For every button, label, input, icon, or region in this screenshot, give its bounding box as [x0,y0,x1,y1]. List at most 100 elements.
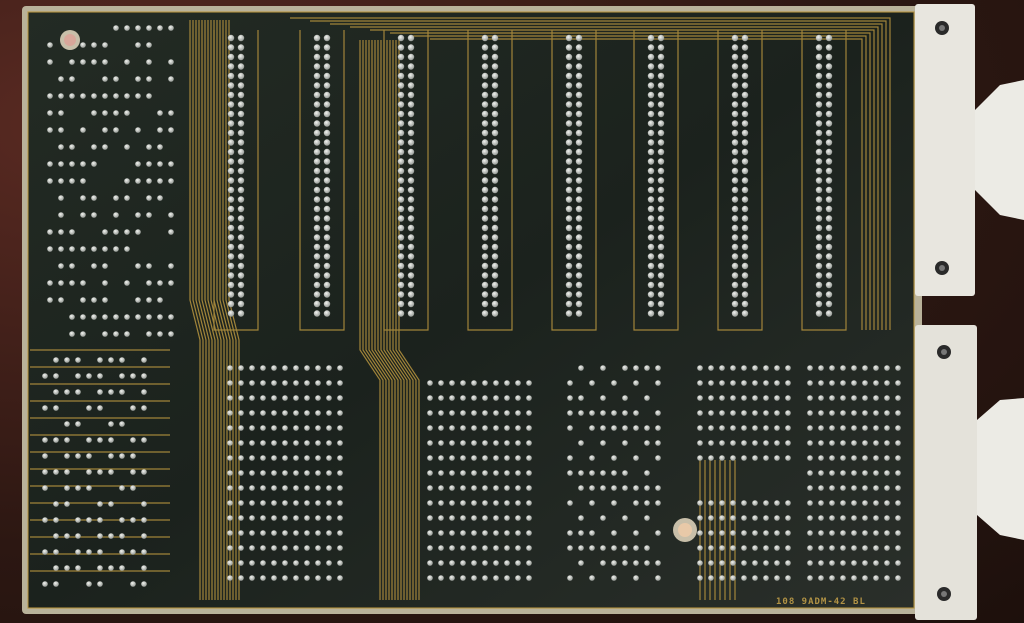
solder-pad [271,395,277,401]
solder-pad [515,395,521,401]
solder-pad [313,196,321,203]
solder-pad [58,127,64,133]
solder-pad [895,470,901,476]
solder-pad [752,515,758,521]
trace [551,30,597,331]
solder-pad [697,455,703,461]
solder-pad [227,440,233,446]
solder-pad [589,575,595,581]
solder-pad [471,410,477,416]
solder-pad [141,501,147,507]
solder-pad [157,178,163,184]
solder-pad [491,129,499,137]
solder-pad [323,63,331,70]
solder-pad [825,177,833,184]
solder-pad [851,500,857,506]
solder-pad [168,280,174,286]
solder-pad [851,575,857,581]
solder-pad [493,500,499,506]
solder-pad [135,127,141,133]
solder-pad [293,470,299,476]
solder-pad [407,53,415,61]
solder-pad [840,425,846,431]
solder-pad [741,395,747,401]
solder-pad [657,291,665,298]
solder-pad [600,425,606,431]
solder-pad [42,405,48,411]
solder-pad [313,34,321,42]
solder-pad [227,500,233,506]
solder-pad [491,120,499,127]
solder-pad [293,560,299,566]
solder-pad [293,380,299,386]
solder-pad [825,262,833,270]
solder-pad [565,186,573,194]
solder-pad [611,575,617,581]
solder-pad [825,186,833,194]
solder-pad [102,59,108,65]
solder-pad [407,215,415,222]
solder-pad [741,205,749,213]
solder-pad [731,300,739,308]
solder-pad [567,410,573,416]
solder-pad [589,530,595,536]
solder-pad [119,357,125,363]
solder-pad [69,178,75,184]
solder-pad [69,331,75,337]
solder-pad [785,365,791,371]
solder-pad [481,129,489,137]
solder-pad [825,129,833,137]
solder-pad [471,545,477,551]
solder-pad [313,243,321,251]
solder-pad [873,560,879,566]
solder-pad [873,500,879,506]
solder-pad [657,91,665,99]
solder-pad [326,560,332,566]
solder-pad [323,91,331,99]
solder-pad [825,82,833,89]
solder-pad [323,72,331,80]
solder-pad [873,395,879,401]
solder-pad [575,44,583,51]
solder-pad [526,470,532,476]
solder-pad [397,186,405,194]
solder-pad [825,224,833,232]
solder-pad [482,425,488,431]
solder-pad [657,177,665,184]
solder-pad [647,291,655,298]
solder-pad [75,357,81,363]
solder-pad [326,365,332,371]
solder-pad [69,144,75,150]
solder-pad [526,485,532,491]
solder-pad [482,455,488,461]
solder-pad [815,291,823,298]
solder-pad [657,110,665,118]
solder-pad [565,44,573,51]
solder-pad [237,262,245,270]
solder-pad [825,158,833,165]
solder-pad [565,205,573,213]
solder-pad [851,440,857,446]
trace [377,40,399,600]
solder-pad [647,158,655,165]
solder-pad [647,224,655,232]
solder-pad [124,59,130,65]
solder-pad [719,560,725,566]
solder-pad [491,91,499,99]
solder-pad [657,196,665,203]
solder-pad [130,549,136,555]
solder-pad [697,515,703,521]
solder-pad [818,395,824,401]
solder-pad [818,530,824,536]
solder-pad [731,82,739,89]
solder-pad [471,440,477,446]
solder-pad [611,530,617,536]
trace [430,38,863,330]
solder-pad [815,120,823,127]
solder-pad [313,139,321,146]
solder-pad [397,262,405,270]
solder-pad [493,440,499,446]
solder-pad [825,205,833,213]
solder-pad [282,365,288,371]
solder-pad [862,470,868,476]
